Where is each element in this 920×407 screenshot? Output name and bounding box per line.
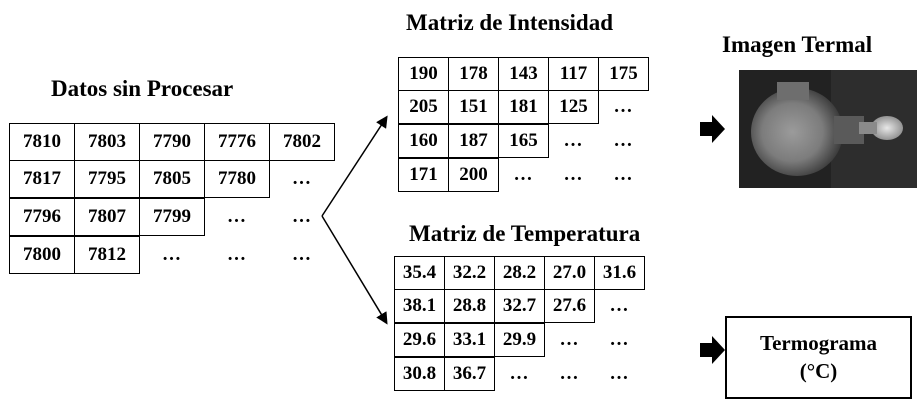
matrix-cell: 200 — [448, 158, 499, 192]
matrix-cell: … — [559, 363, 579, 384]
thermogram-label: Termograma — [759, 331, 878, 356]
raw-data-title: Datos sin Procesar — [51, 76, 234, 101]
matrix-cell: … — [513, 164, 533, 185]
matrix-cell: 7802 — [269, 123, 335, 161]
split-arrow-up — [321, 115, 388, 217]
matrix-cell: … — [227, 244, 246, 265]
matrix-cell: … — [613, 130, 633, 151]
temperature-matrix-title: Matriz de Temperatura — [409, 221, 641, 246]
matrix-cell: … — [563, 164, 583, 185]
matrix-cell: … — [609, 363, 629, 384]
matrix-cell: … — [292, 206, 311, 227]
block-arrow-to-thermogram — [700, 336, 725, 364]
block-arrow-to-thermal-image — [700, 115, 725, 143]
matrix-cell: 27.6 — [544, 289, 595, 323]
intensity-matrix-title: Matriz de Intensidad — [406, 10, 613, 35]
matrix-cell: 36.7 — [444, 357, 495, 391]
matrix-cell: … — [292, 244, 311, 265]
matrix-cell: 29.9 — [494, 323, 545, 357]
matrix-cell: … — [162, 244, 181, 265]
thermal-image-title: Imagen Termal — [722, 32, 873, 57]
matrix-cell: … — [509, 363, 529, 384]
thermogram-box: Termograma (°C) — [725, 316, 912, 399]
matrix-cell: … — [559, 329, 579, 350]
matrix-cell: … — [227, 206, 246, 227]
matrix-cell: 7799 — [139, 198, 205, 236]
thermogram-unit: (°C) — [799, 358, 838, 383]
matrix-cell: 7780 — [204, 160, 270, 198]
matrix-cell: 125 — [548, 90, 599, 124]
matrix-cell: 31.6 — [594, 256, 645, 290]
matrix-cell: … — [613, 164, 633, 185]
matrix-cell: … — [563, 130, 583, 151]
matrix-cell: … — [292, 168, 311, 189]
thermal-image-graphic — [739, 70, 917, 188]
matrix-cell: … — [609, 295, 629, 316]
matrix-cell: 175 — [598, 57, 649, 91]
matrix-cell: … — [613, 96, 633, 117]
thermal-image — [739, 70, 917, 188]
split-arrow-down — [321, 215, 388, 325]
matrix-cell: … — [609, 329, 629, 350]
matrix-cell: 7812 — [74, 236, 140, 274]
matrix-cell: 165 — [498, 124, 549, 158]
